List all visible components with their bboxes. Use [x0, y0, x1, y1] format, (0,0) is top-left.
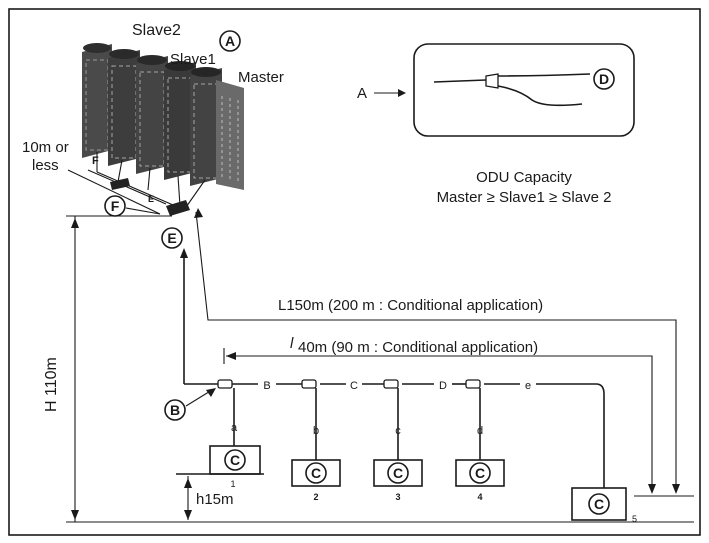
marker-f: F: [104, 195, 126, 217]
svg-text:D: D: [599, 71, 609, 87]
pipe-d-label: d: [477, 425, 483, 437]
pipe-e-to-idu5: [595, 383, 605, 488]
branch-inset: D: [413, 43, 635, 137]
length-L-label: L150m (200 m : Conditional application): [278, 297, 543, 314]
svg-text:A: A: [225, 33, 235, 49]
length-l-label: 40m (90 m : Conditional application): [298, 339, 538, 356]
branch-joint: [217, 379, 233, 389]
odu-cabinet: [136, 55, 168, 174]
svg-text:B: B: [170, 402, 180, 418]
svg-text:F: F: [111, 198, 120, 214]
master-label: Master: [238, 69, 284, 86]
length-l-line: [226, 355, 653, 492]
branch-joint: [301, 379, 317, 389]
svg-text:C: C: [475, 465, 485, 481]
pipe-a-label: a: [231, 422, 238, 434]
marker-d: D: [593, 68, 615, 90]
branch-joint: [465, 379, 481, 389]
marker-a-top: A: [219, 30, 241, 52]
joint-e-label: e: [525, 380, 531, 392]
odu-connection-pipes: [87, 152, 206, 216]
idu-2-number: 2: [313, 492, 318, 502]
indoor-unit-1: C: [209, 445, 261, 475]
marker-b: B: [164, 399, 186, 421]
length-L-line: [195, 211, 677, 492]
pipe-c-label: c: [395, 425, 401, 437]
indoor-unit-5: C: [571, 487, 627, 521]
odu-capacity-title: ODU Capacity: [476, 169, 572, 186]
svg-text:E: E: [167, 230, 176, 246]
idu-5-number: 5: [632, 514, 637, 524]
idu-4-number: 4: [477, 492, 482, 502]
idu-1-number: 1: [230, 479, 235, 489]
branch-joint: [383, 379, 399, 389]
odu-capacity-order: Master ≥ Slave1 ≥ Slave 2: [437, 189, 612, 206]
slave1-label: Slave1: [170, 51, 216, 68]
pipe-b-label: b: [313, 425, 319, 437]
odu-cabinet: [82, 43, 112, 158]
dist-10m-leader: [67, 169, 161, 215]
pipe-e-label: E: [148, 194, 154, 204]
slave2-label: Slave2: [132, 22, 181, 39]
height-h15-label: h15m: [196, 491, 234, 508]
dist-10m-line1: 10m or: [22, 139, 69, 156]
svg-text:C: C: [393, 465, 403, 481]
svg-text:C: C: [311, 465, 321, 481]
idu-3-number: 3: [395, 492, 400, 502]
joint-d-label: D: [439, 380, 447, 392]
indoor-unit-3: C: [373, 459, 423, 487]
marker-f-arrow: [125, 207, 161, 215]
odu-cabinet: [108, 49, 140, 166]
length-l-prefix: l: [290, 335, 294, 352]
odu-master-cabinet: [216, 80, 244, 190]
marker-e: E: [161, 227, 183, 249]
svg-text:C: C: [230, 452, 240, 468]
outdoor-unit-stack: [82, 43, 244, 190]
inset-frame: [413, 43, 635, 137]
joint-c-label: C: [350, 380, 358, 392]
marker-b-arrow: [185, 389, 213, 407]
pipe-f-label: F: [92, 155, 99, 167]
indoor-unit-4: C: [455, 459, 505, 487]
joint-b-label: B: [263, 380, 270, 392]
svg-text:C: C: [594, 496, 604, 512]
height-h-label: H 110m: [43, 357, 60, 412]
indoor-unit-2: C: [291, 459, 341, 487]
diagram-frame: [8, 8, 701, 536]
dist-10m-line2: less: [32, 157, 59, 174]
inset-a-label: A: [357, 85, 367, 102]
